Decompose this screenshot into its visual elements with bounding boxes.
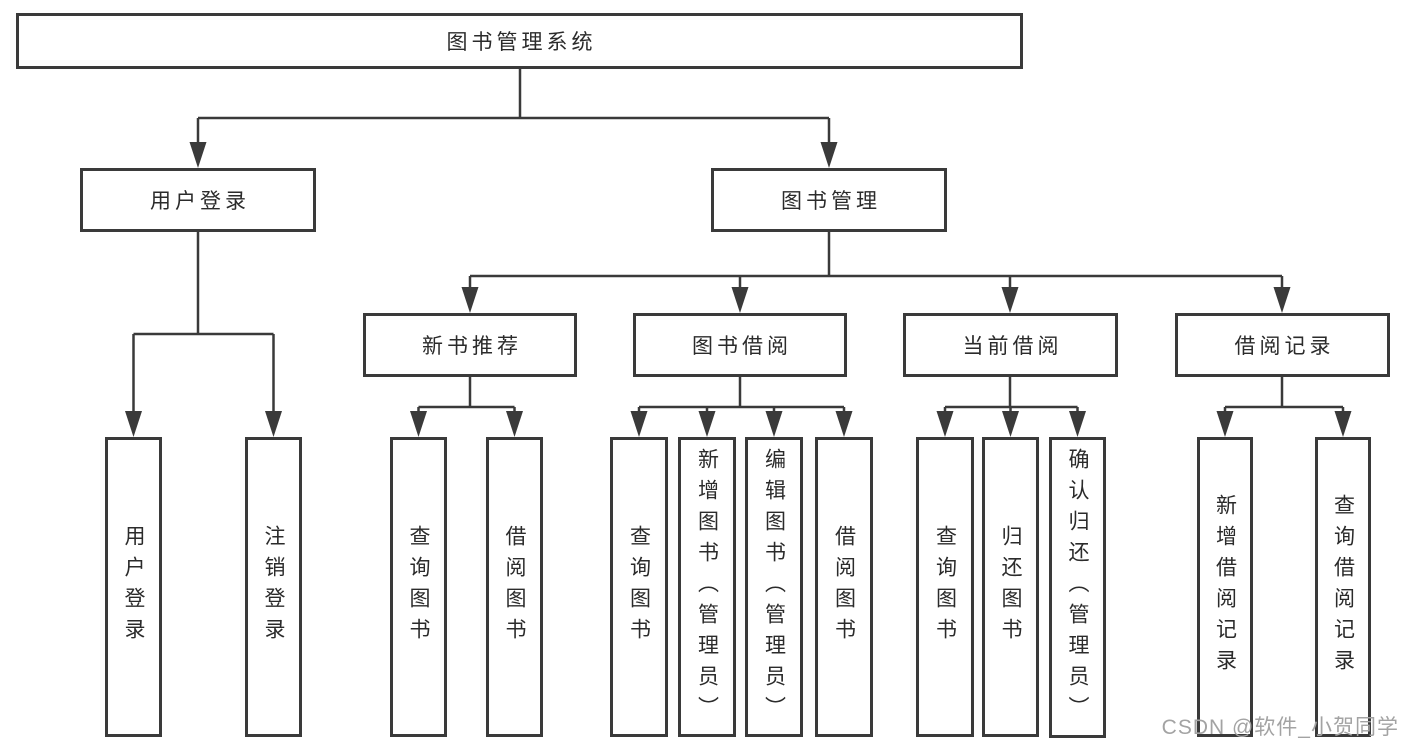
leaf-return-books: 归还图书 xyxy=(982,437,1039,737)
node-new-book-recommend-label: 新书推荐 xyxy=(422,335,522,358)
leaf-query-books-current-label: 查询图书 xyxy=(933,525,957,649)
leaf-query-borrow-record: 查询借阅记录 xyxy=(1315,437,1371,737)
leaf-borrow-books-label: 借阅图书 xyxy=(832,525,856,649)
leaf-add-books-admin: 新增图书（管理员） xyxy=(678,437,736,737)
leaf-query-books-current: 查询图书 xyxy=(916,437,974,737)
leaf-add-books-admin-label: 新增图书（管理员） xyxy=(695,447,719,727)
node-book-borrow-label: 图书借阅 xyxy=(692,335,792,358)
leaf-query-books-borrow-label: 查询图书 xyxy=(627,525,651,649)
leaf-edit-books-admin: 编辑图书（管理员） xyxy=(745,437,803,737)
node-book-management-label: 图书管理 xyxy=(781,190,881,213)
node-root-system: 图书管理系统 xyxy=(16,13,1023,69)
leaf-confirm-return-admin: 确认归还（管理员） xyxy=(1049,437,1106,738)
node-book-management: 图书管理 xyxy=(711,168,947,232)
leaf-return-books-label: 归还图书 xyxy=(999,525,1022,649)
leaf-confirm-return-admin-label: 确认归还（管理员） xyxy=(1066,448,1089,727)
leaf-user-login: 用户登录 xyxy=(105,437,162,737)
leaf-query-borrow-record-label: 查询借阅记录 xyxy=(1331,494,1355,680)
leaf-logout-label: 注销登录 xyxy=(262,525,285,649)
node-borrow-records: 借阅记录 xyxy=(1175,313,1390,377)
leaf-logout: 注销登录 xyxy=(245,437,302,737)
leaf-edit-books-admin-label: 编辑图书（管理员） xyxy=(762,447,786,727)
leaf-query-books-recommend-label: 查询图书 xyxy=(407,525,430,649)
leaf-borrow-books-recommend-label: 借阅图书 xyxy=(503,525,526,649)
leaf-query-books-recommend: 查询图书 xyxy=(390,437,447,737)
leaf-add-borrow-record-label: 新增借阅记录 xyxy=(1213,494,1237,680)
node-borrow-records-label: 借阅记录 xyxy=(1234,335,1335,358)
node-user-login-label: 用户登录 xyxy=(150,190,250,213)
csdn-watermark: CSDN @软件_小贺同学 xyxy=(1161,716,1399,739)
node-current-borrow: 当前借阅 xyxy=(903,313,1118,377)
leaf-borrow-books-recommend: 借阅图书 xyxy=(486,437,543,737)
node-book-borrow: 图书借阅 xyxy=(633,313,847,377)
arrow-down-icons xyxy=(125,142,1352,437)
node-root-system-label: 图书管理系统 xyxy=(446,31,597,54)
tree-branch-lines xyxy=(132,69,1345,417)
leaf-user-login-label: 用户登录 xyxy=(122,525,145,649)
node-user-login: 用户登录 xyxy=(80,168,316,232)
leaf-query-books-borrow: 查询图书 xyxy=(610,437,668,737)
leaf-add-borrow-record: 新增借阅记录 xyxy=(1197,437,1253,737)
leaf-borrow-books: 借阅图书 xyxy=(815,437,873,737)
node-new-book-recommend: 新书推荐 xyxy=(363,313,577,377)
node-current-borrow-label: 当前借阅 xyxy=(962,335,1063,358)
